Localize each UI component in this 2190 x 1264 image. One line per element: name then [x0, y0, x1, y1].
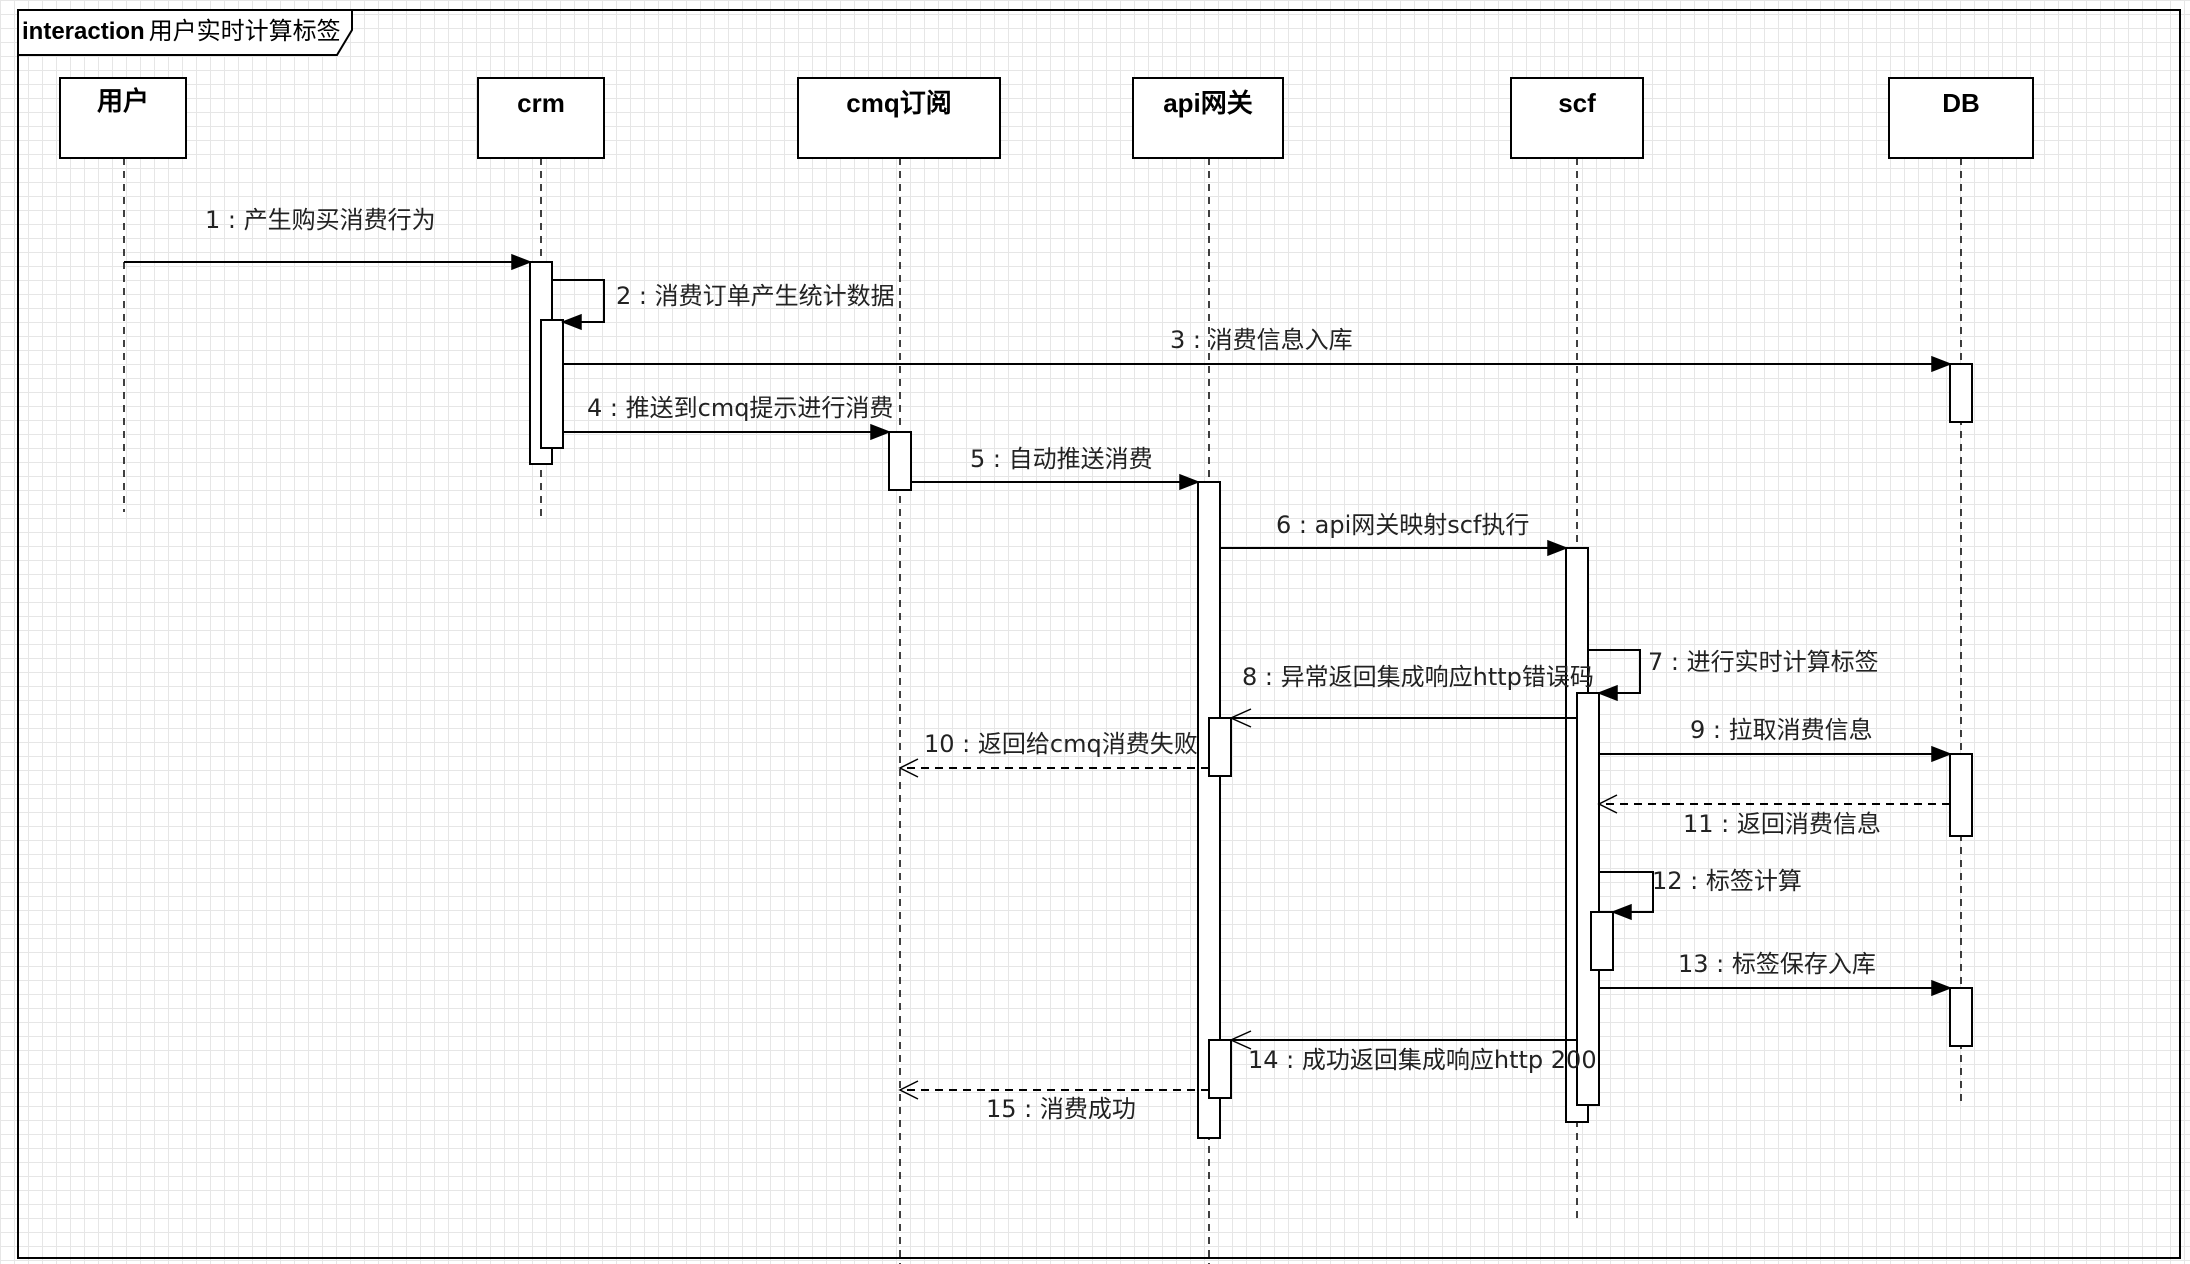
message-1-arrowhead — [511, 253, 533, 271]
message-2-label: 2 : 消费订单产生统计数据 — [616, 282, 895, 310]
message-13-arrowhead — [1931, 979, 1953, 997]
participant-scf[interactable]: scf — [1510, 77, 1644, 159]
message-13-label: 13 : 标签保存入库 — [1678, 950, 1876, 978]
message-12-label: 12 : 标签计算 — [1652, 867, 1802, 895]
participant-label: crm — [517, 88, 565, 118]
participant-api[interactable]: api网关 — [1132, 77, 1284, 159]
activation-api-success — [1208, 1039, 1232, 1099]
message-8-label: 8 : 异常返回集成响应http错误码 — [1242, 663, 1594, 691]
message-10-label: 10 : 返回给cmq消费失败 — [924, 730, 1198, 758]
participant-label: scf — [1558, 88, 1596, 118]
message-9-arrowhead — [1931, 745, 1953, 763]
participant-user[interactable]: 用户 — [59, 77, 187, 159]
message-7-arrowhead — [1596, 684, 1618, 702]
participant-label: cmq订阅 — [846, 88, 951, 118]
message-5-label: 5 : 自动推送消费 — [970, 445, 1153, 473]
message-8-arrowhead — [1229, 708, 1252, 728]
participant-crm[interactable]: crm — [477, 77, 605, 159]
message-3-label: 3 : 消费信息入库 — [1170, 326, 1353, 354]
message-5-arrowhead — [1179, 473, 1201, 491]
participant-label: 用户 — [97, 86, 149, 116]
activation-cmq — [888, 431, 912, 491]
participants: 用户 crm cmq订阅 api网关 scf DB — [59, 77, 2034, 159]
message-6-label: 6 : api网关映射scf执行 — [1276, 511, 1529, 539]
message-7-label: 7 : 进行实时计算标签 — [1648, 648, 1879, 676]
activation-api-error — [1208, 717, 1232, 777]
activations — [529, 261, 1973, 1139]
activation-crm-inner — [540, 319, 564, 449]
message-15-arrowhead — [898, 1080, 919, 1100]
participant-db[interactable]: DB — [1888, 77, 2034, 159]
message-12-arrowhead — [1610, 903, 1632, 921]
frame-title-text: 用户实时计算标签 — [149, 17, 341, 45]
message-lines — [124, 261, 1950, 1091]
activation-db-2 — [1949, 753, 1973, 837]
message-3-arrowhead — [1931, 355, 1953, 373]
activation-scf-inner — [1576, 692, 1600, 1106]
message-labels: 1 : 产生购买消费行为 2 : 消费订单产生统计数据 3 : 消费信息入库 4… — [205, 206, 1881, 1123]
message-12-line[interactable] — [1599, 871, 1654, 913]
message-4-arrowhead — [870, 423, 892, 441]
message-7-line[interactable] — [1588, 649, 1641, 694]
message-14-label: 14 : 成功返回集成响应http 200 — [1248, 1046, 1597, 1074]
message-14-arrowhead — [1229, 1030, 1252, 1050]
message-4-label: 4 : 推送到cmq提示进行消费 — [587, 394, 893, 422]
participant-label: api网关 — [1163, 88, 1253, 118]
message-10-arrowhead — [898, 758, 919, 778]
frame-title-tab — [17, 9, 353, 56]
message-1-label: 1 : 产生购买消费行为 — [205, 206, 436, 234]
message-9-label: 9 : 拉取消费信息 — [1690, 716, 1873, 744]
arrowheads — [511, 253, 1953, 1100]
message-11-arrowhead — [1597, 794, 1618, 814]
participant-cmq[interactable]: cmq订阅 — [797, 77, 1001, 159]
message-15-label: 15 : 消费成功 — [986, 1095, 1136, 1123]
message-2-arrowhead — [560, 313, 582, 331]
activation-scf-calc — [1590, 911, 1614, 971]
participant-label: DB — [1942, 88, 1980, 118]
interaction-frame — [17, 9, 2181, 1259]
activation-db-3 — [1949, 987, 1973, 1047]
message-2-line[interactable] — [552, 279, 605, 323]
message-6-arrowhead — [1547, 539, 1569, 557]
activation-db-1 — [1949, 363, 1973, 423]
message-11-label: 11 : 返回消费信息 — [1683, 810, 1881, 838]
frame-keyword: interaction — [22, 18, 145, 45]
activation-api — [1197, 481, 1221, 1139]
